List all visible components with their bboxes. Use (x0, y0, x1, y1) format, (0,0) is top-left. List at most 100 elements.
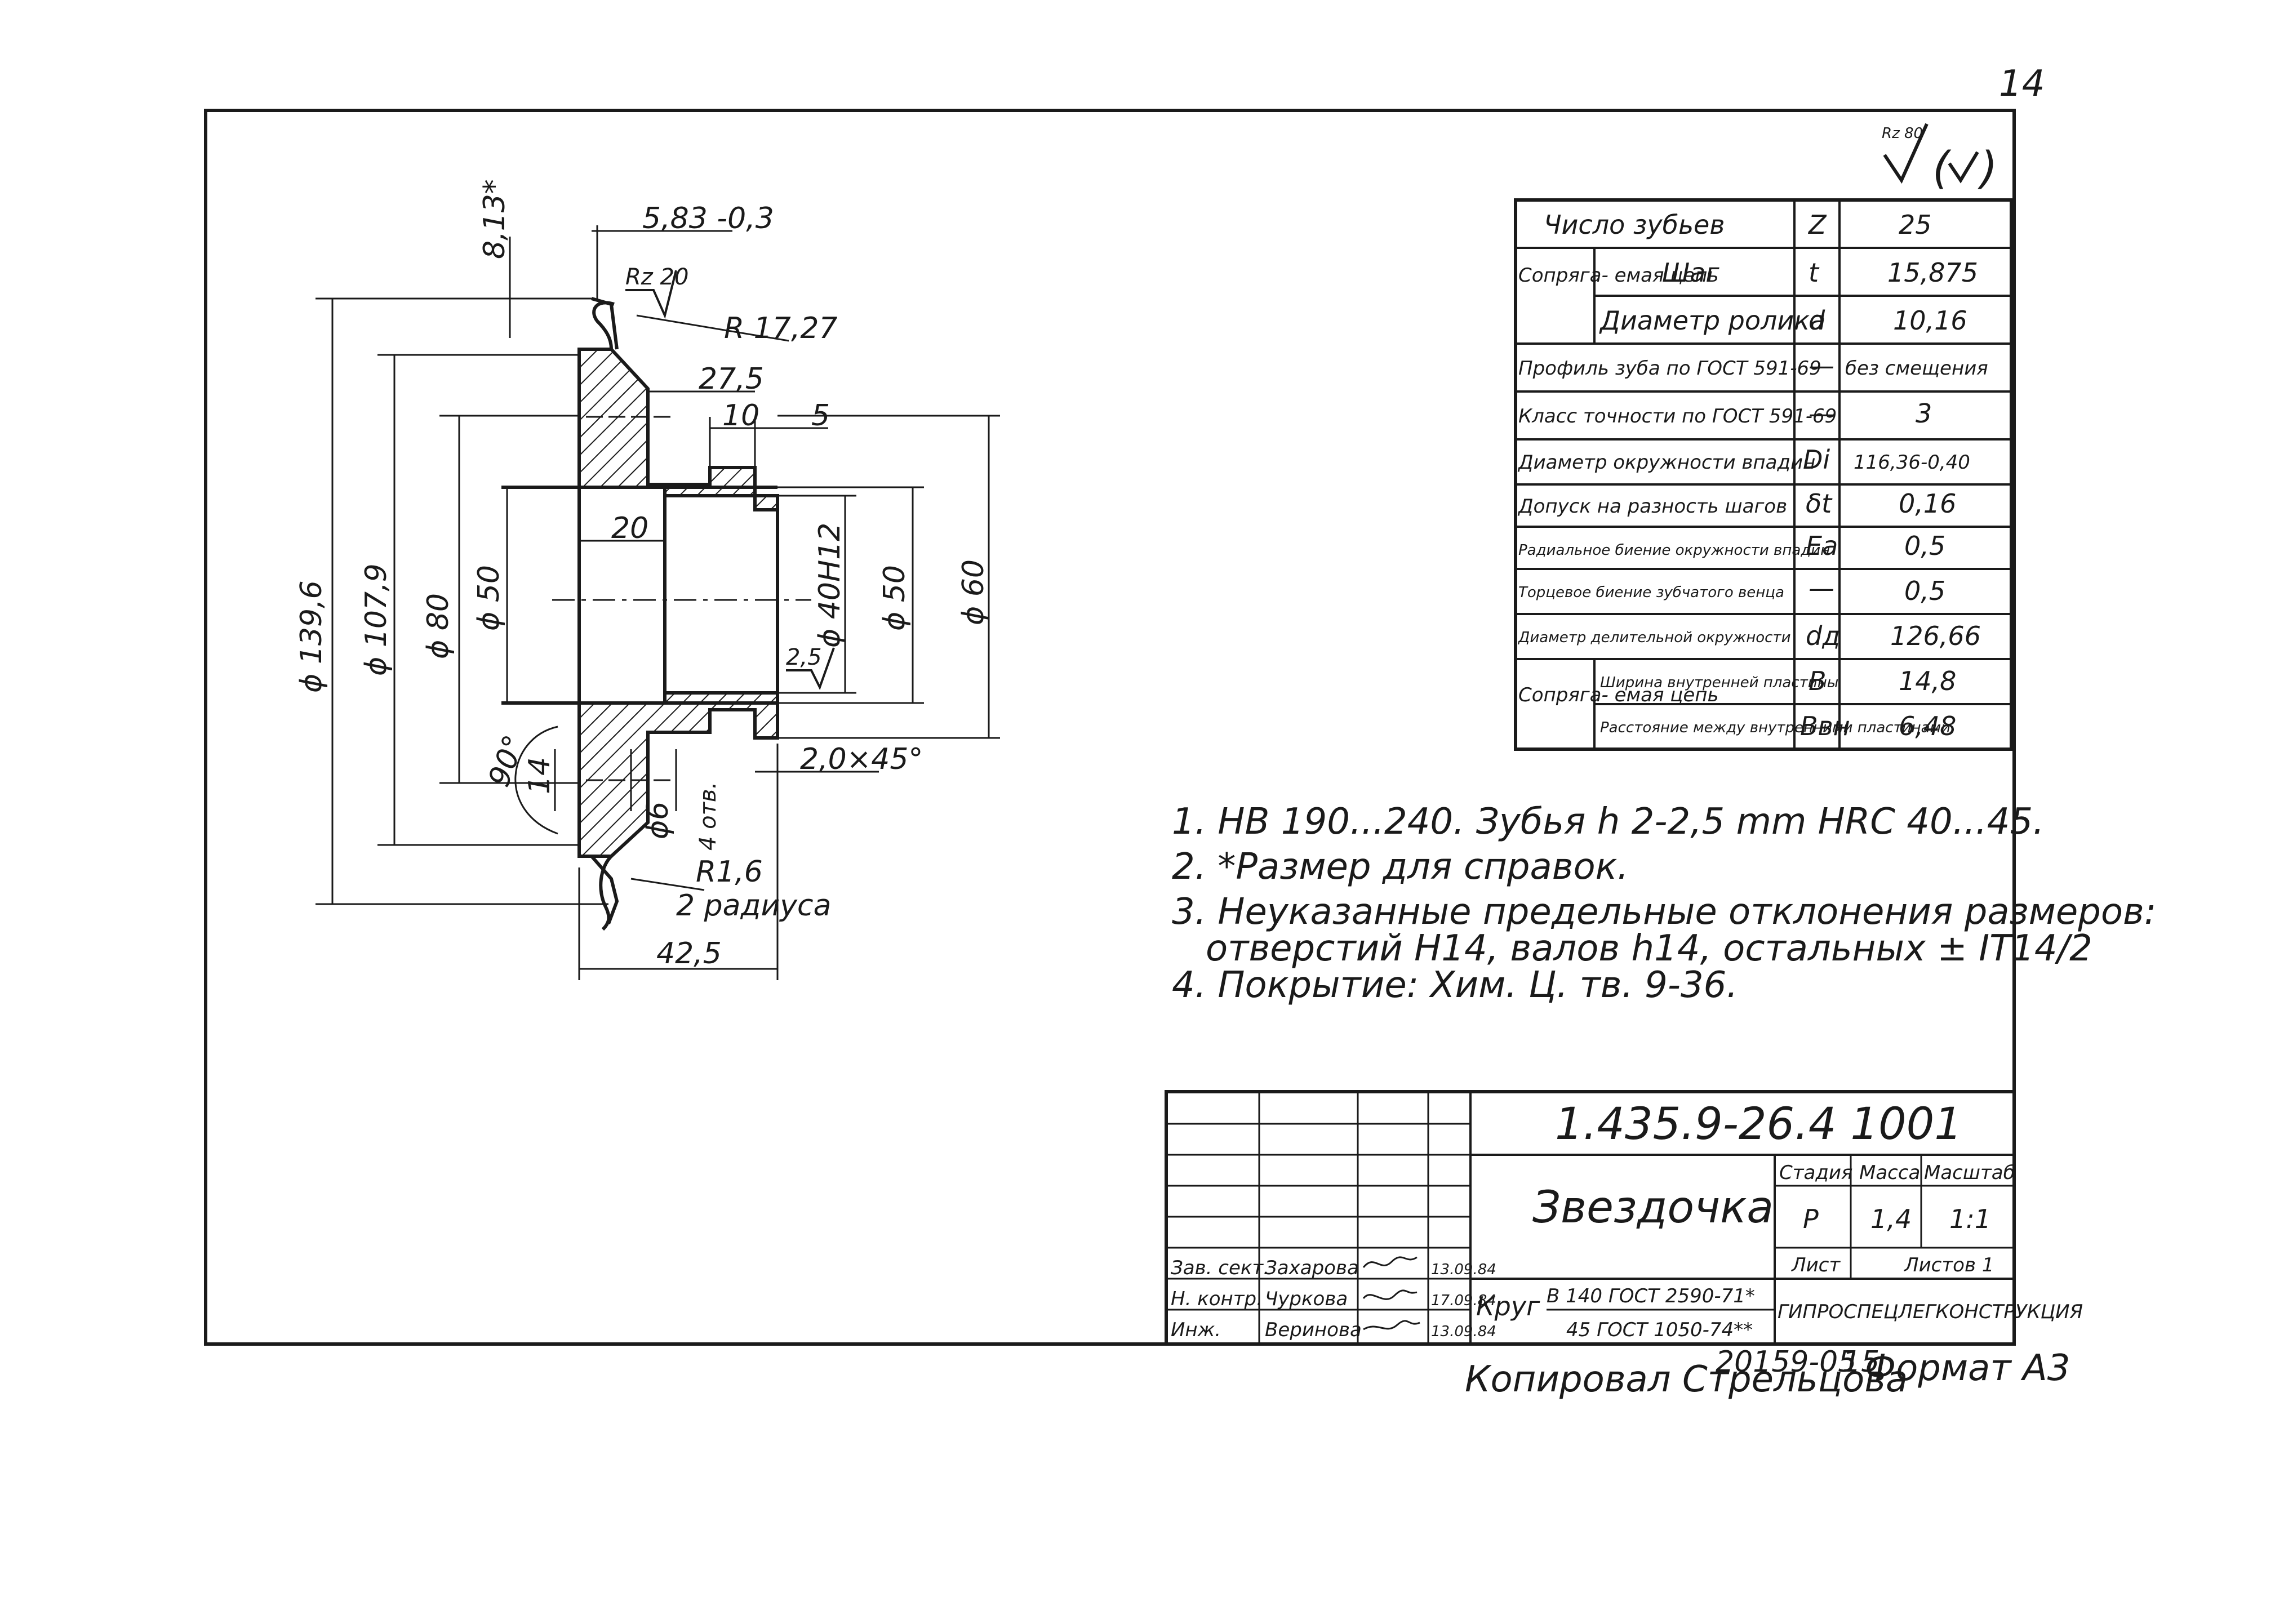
dim-10: 10 (722, 399, 759, 433)
role-date-0: 13.09.84 (1431, 1261, 1496, 1278)
dim-r1727: R 17,27 (724, 312, 838, 345)
param-val-6: 0,16 (1899, 488, 1956, 519)
dim-275: 27,5 (699, 362, 764, 396)
param-sym-5: Di (1803, 444, 1830, 475)
material-kind: Круг (1476, 1291, 1540, 1322)
params-table: Число зубьев Z 25 Сопряга- емая цепь Шаг… (1514, 198, 2013, 751)
param-val-5: 116,36-0,40 (1854, 451, 1970, 474)
org-name: ГИПРОСПЕЦЛЕГКОНСТРУКЦИЯ (1778, 1301, 2083, 1323)
scale-value: 1:1 (1949, 1204, 1991, 1234)
drawing-frame (204, 109, 2016, 1346)
dim-rz20: Rz 20 (625, 264, 688, 290)
dim-two-radii: 2 радиуса (676, 889, 831, 923)
doc-code: 1.435.9-26.4 1001 (1555, 1099, 1962, 1150)
svg-text:): ) (1978, 143, 1997, 194)
dim-outer: ϕ 139,6 (295, 580, 328, 693)
role-2: Инж. (1171, 1319, 1221, 1341)
sheets-header: Листов 1 (1903, 1254, 1994, 1276)
param-sym-7: Ea (1806, 531, 1838, 561)
scale-header: Масштаб (1924, 1162, 2015, 1184)
param-val-1: 15,875 (1887, 257, 1978, 288)
dim-h-star: 8,13* (478, 179, 512, 259)
param-val-8: 0,5 (1904, 576, 1945, 606)
param-sym-1: t (1809, 257, 1820, 288)
param-val-11: 6,48 (1899, 711, 1956, 741)
note-1: 1. НВ 190...240. Зубья h 2-2,5 mm HRC 40… (1172, 801, 2045, 843)
dim-20: 20 (611, 511, 648, 545)
param-val-3: без смещения (1845, 357, 1988, 380)
archive-code: 20159-05 (1716, 1345, 1856, 1379)
param-name-10: Ширина внутренней пластины (1600, 674, 1838, 691)
param-val-7: 0,5 (1904, 531, 1945, 561)
part-section (501, 297, 811, 931)
role-name-2: Веринова (1265, 1319, 1362, 1341)
role-name-1: Чуркова (1265, 1288, 1348, 1310)
note-4: 4. Покрытие: Хим. Ц. тв. 9-36. (1172, 964, 1738, 1006)
dimensions: ϕ 139,6 ϕ 107,9 ϕ 80 ϕ 50 ϕ 40H12 ϕ 50 ϕ… (295, 179, 1000, 980)
dim-50-left: ϕ 50 (472, 565, 506, 631)
dim-hole-count: 4 отв. (695, 782, 721, 851)
param-val-2: 10,16 (1893, 305, 1967, 336)
note-3: 3. Неуказанные предельные отклонения раз… (1172, 891, 2156, 933)
roughness-sign: Rz 80 ( ) (1882, 123, 1997, 194)
param-name-9: Диаметр делительной окружности (1518, 629, 1790, 646)
param-sym-8: — (1809, 573, 1834, 603)
section-bottom (577, 691, 779, 858)
param-val-4: 3 (1916, 398, 1932, 429)
dim-rough25: 2,5 (786, 644, 822, 670)
param-sym-11: Bвн (1800, 711, 1850, 741)
svg-text:(: ( (1932, 143, 1952, 194)
dim-425: 42,5 (656, 937, 722, 971)
mass-header: Масса (1859, 1162, 1920, 1184)
param-val-10: 14,8 (1899, 666, 1956, 696)
param-name-0: Число зубьев (1544, 210, 1725, 240)
dim-60: ϕ 60 (957, 559, 990, 625)
role-name-0: Захарова (1265, 1257, 1359, 1279)
param-sym-2: d (1809, 305, 1825, 336)
sheet-header: Лист (1790, 1254, 1841, 1276)
page-number: 14 (1999, 63, 2045, 105)
param-name-5: Диаметр окружности впадин (1517, 451, 1815, 474)
role-date-2: 13.09.84 (1431, 1323, 1496, 1340)
param-group-10: Сопряга- емая цепь (1518, 684, 1719, 706)
role-1: Н. контр. (1171, 1288, 1263, 1310)
param-name-4: Класс точности по ГОСТ 591-69 (1518, 405, 1837, 428)
title-block: Зав. сект. Захарова 13.09.84 Н. контр. Ч… (1165, 1090, 2083, 1346)
dim-14: 14 (523, 757, 557, 794)
stage-value: Р (1803, 1204, 1819, 1234)
param-sym-6: δt (1806, 488, 1833, 519)
param-sym-9: dд (1806, 621, 1840, 651)
dim-hole6: ϕ6 (641, 802, 675, 839)
dim-tooth-width: 5,83 -0,3 (642, 202, 774, 235)
mass-value: 1,4 (1870, 1204, 1912, 1234)
tech-notes: 1. НВ 190...240. Зубья h 2-2,5 mm HRC 40… (1172, 801, 2156, 1006)
param-sym-3: — (1809, 350, 1834, 381)
param-name-1: Шаг (1662, 257, 1719, 288)
dim-50-right: ϕ 50 (878, 565, 912, 631)
footer: Копировал Стрельцова 20159-05 15 Формат … (1465, 1345, 2070, 1400)
param-sym-0: Z (1807, 210, 1827, 240)
param-name-6: Допуск на разность шагов (1517, 495, 1787, 518)
signature-1 (1362, 1289, 1418, 1300)
archive-num: 15 (1842, 1345, 1879, 1379)
param-val-0: 25 (1899, 210, 1932, 240)
param-name-8: Торцевое биение зубчатого венца (1518, 584, 1784, 601)
signature-2 (1363, 1320, 1420, 1331)
material-spec-1: В 140 ГОСТ 2590-71* (1547, 1285, 1755, 1307)
material-spec-2: 45 ГОСТ 1050-74** (1566, 1319, 1753, 1341)
sheet-format: Формат А3 (1865, 1347, 2070, 1389)
roughness-label: Rz 80 (1882, 125, 1923, 142)
param-name-7: Радиальное биение окружности впадин (1518, 542, 1830, 559)
param-val-9: 126,66 (1890, 621, 1981, 651)
param-name-2: Диаметр ролика (1599, 305, 1825, 336)
copied-by: Копировал Стрельцова (1465, 1359, 1908, 1400)
param-name-3: Профиль зуба по ГОСТ 591-69 (1518, 357, 1821, 380)
dim-root: ϕ 107,9 (359, 563, 393, 676)
dim-80: ϕ 80 (421, 593, 455, 659)
role-date-1: 17.09.84 (1431, 1292, 1496, 1309)
stage-header: Стадия (1779, 1162, 1852, 1184)
dim-5: 5 (811, 399, 830, 433)
dim-bore: ϕ 40H12 (813, 523, 847, 648)
part-name: Звездочка (1532, 1182, 1774, 1233)
